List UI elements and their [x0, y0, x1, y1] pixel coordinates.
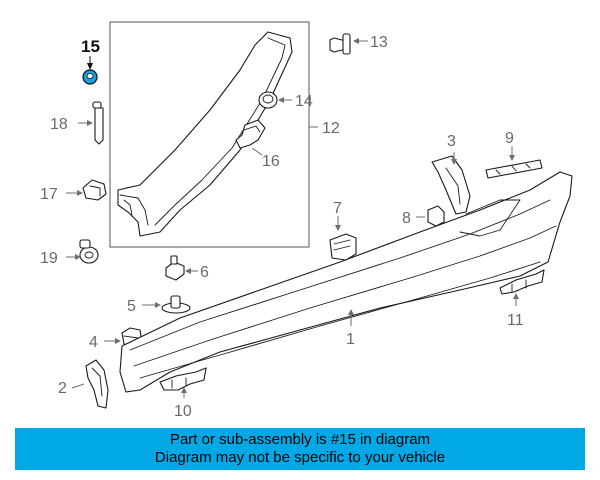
- part-16-clip: [235, 119, 266, 149]
- arrow-5: [155, 302, 161, 308]
- label-13: 13: [370, 34, 388, 51]
- part-15-grommet: [82, 69, 98, 85]
- label-9: 9: [505, 130, 514, 147]
- arrow-18: [87, 120, 93, 126]
- part-10-clip: [159, 367, 207, 391]
- label-2: 2: [58, 380, 67, 397]
- part-6-screw: [165, 255, 185, 281]
- part-19-clip: [79, 239, 99, 264]
- part-2-bracket: [85, 359, 109, 409]
- arrow-6: [185, 268, 191, 274]
- arrow-10: [181, 387, 187, 393]
- label-5: 5: [127, 298, 136, 315]
- label-11: 11: [507, 312, 524, 329]
- label-10: 10: [174, 403, 192, 420]
- arrow-15: [87, 63, 93, 70]
- part-3-bracket: [431, 155, 471, 215]
- arrow-7: [335, 225, 341, 231]
- leader-16: [251, 147, 263, 156]
- arrow-19: [75, 254, 81, 260]
- label-8: 8: [402, 210, 411, 227]
- arrow-9: [509, 155, 515, 161]
- part-9-strip: [485, 159, 543, 179]
- part-17-retainer: [82, 179, 107, 201]
- pillar-trim: [117, 31, 293, 237]
- arrow-17: [77, 190, 83, 196]
- label-4: 4: [89, 334, 98, 351]
- arrow-11: [513, 293, 519, 299]
- part-8-clip: [427, 205, 445, 227]
- label-19: 19: [40, 250, 58, 267]
- inset-frame: [109, 21, 310, 248]
- label-17: 17: [40, 186, 58, 203]
- banner-line-1: Part or sub-assembly is #15 in diagram: [169, 431, 431, 448]
- part-14-cap: [258, 91, 278, 109]
- label-6: 6: [200, 264, 209, 281]
- label-1: 1: [346, 331, 355, 348]
- label-16: 16: [262, 153, 280, 170]
- label-18: 18: [50, 116, 68, 133]
- arrow-13: [353, 38, 359, 44]
- arrow-1: [348, 309, 354, 315]
- part-7-bracket: [329, 233, 357, 261]
- info-banner: Part or sub-assembly is #15 in diagram D…: [15, 428, 585, 470]
- part-5-fastener: [161, 295, 191, 314]
- part-13-bolt: [329, 33, 351, 55]
- arrow-14: [278, 97, 284, 103]
- arrow-3: [451, 159, 457, 165]
- banner-line-2: Diagram may not be specific to your vehi…: [154, 449, 446, 466]
- label-14: 14: [295, 93, 313, 110]
- part-18-pin: [92, 101, 104, 145]
- part-11-clip: [499, 269, 545, 295]
- leader-2: [71, 383, 85, 389]
- label-3: 3: [447, 133, 456, 150]
- label-7: 7: [333, 200, 342, 217]
- label-15: 15: [81, 37, 100, 56]
- label-12: 12: [322, 120, 340, 137]
- part-1-rocker-panel: [119, 171, 573, 393]
- arrow-4: [115, 338, 121, 344]
